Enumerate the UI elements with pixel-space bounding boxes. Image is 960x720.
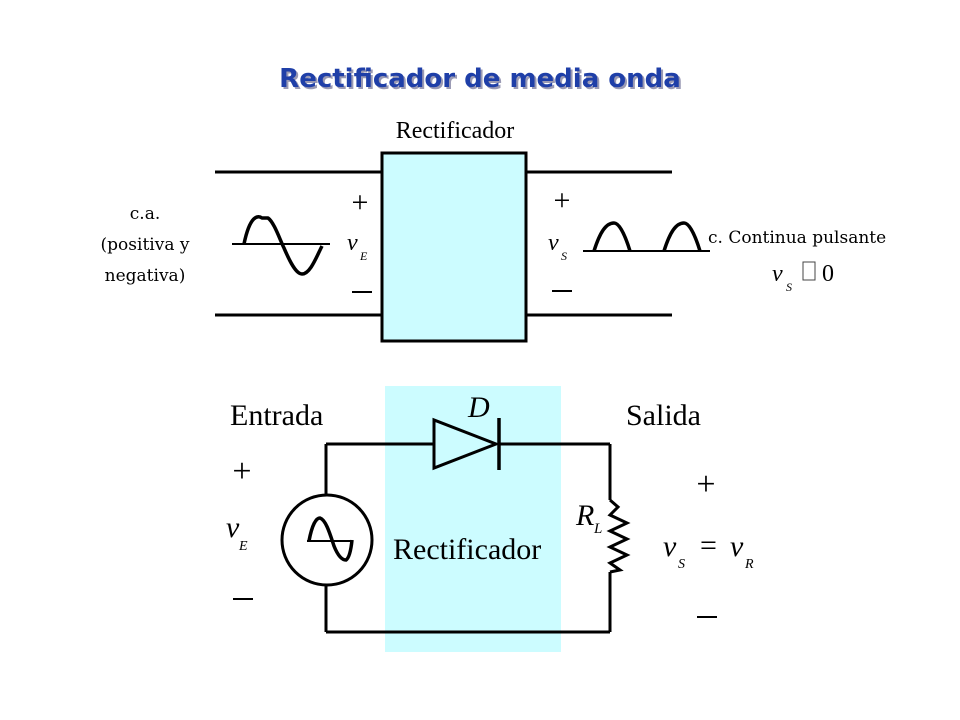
input-sine-wave: [242, 214, 324, 276]
top-input-voltage-var: v: [347, 230, 358, 256]
top-output-plus: +: [554, 184, 571, 217]
input-label: Entrada: [230, 399, 323, 432]
top-input-plus: +: [352, 186, 369, 219]
output-label: Salida: [626, 399, 701, 432]
diode-triangle: [432, 417, 501, 471]
title-text: Rectificador de media onda: [279, 64, 681, 94]
output-note: c. Continua pulsante: [708, 228, 886, 248]
bottom-input-voltage-sub: E: [238, 539, 248, 554]
bottom-input-voltage-var: v: [226, 511, 240, 544]
diode-symbol: [432, 417, 501, 471]
ac-source-symbol: [280, 493, 374, 587]
output-condition-relation-glyph: [802, 261, 816, 281]
input-note-line-1: c.a.: [130, 204, 160, 224]
input-note-line-2: (positiva y: [101, 235, 190, 255]
bottom-output-equals: =: [700, 529, 717, 562]
top-block-diagram: Rectificador + v E + v S c.a. (positiva …: [101, 118, 886, 343]
top-rectifier-block: [380, 151, 528, 343]
bottom-output-voltage-sub: S: [678, 557, 685, 572]
page-title: Rectificador de media onda Rectificador …: [279, 64, 683, 96]
svg-text:Rectificador de media onda: Rectificador de media onda: [281, 66, 683, 96]
top-block-label: Rectificador: [396, 118, 515, 144]
top-output-voltage-var: v: [548, 230, 559, 256]
output-condition-var: v: [772, 261, 783, 287]
top-output-voltage-sub: S: [561, 249, 567, 263]
resistor-label-sub: L: [593, 521, 602, 537]
input-note-line-3: negativa): [105, 266, 186, 286]
resistor-symbol: [606, 498, 631, 574]
bottom-block-label: Rectificador: [393, 533, 541, 566]
bottom-output-voltage-var: v: [663, 530, 677, 563]
top-input-voltage-sub: E: [359, 249, 368, 263]
bottom-output-plus: +: [696, 466, 715, 503]
bottom-rectifier-block: [385, 386, 561, 652]
bottom-input-plus: +: [232, 453, 251, 490]
bottom-output-voltage-sub2: R: [744, 557, 754, 572]
output-half-wave-1: [592, 221, 632, 252]
output-condition-sub: S: [786, 280, 792, 294]
bottom-circuit-diagram: Entrada Salida D Rectificador R L + v E: [226, 386, 754, 652]
resistor-label-var: R: [575, 499, 594, 532]
ac-source-wave: [307, 516, 354, 562]
diode-label: D: [467, 391, 490, 424]
bottom-output-voltage-var2: v: [730, 530, 744, 563]
output-half-wave-2: [662, 221, 702, 252]
output-condition-value: 0: [822, 261, 834, 287]
